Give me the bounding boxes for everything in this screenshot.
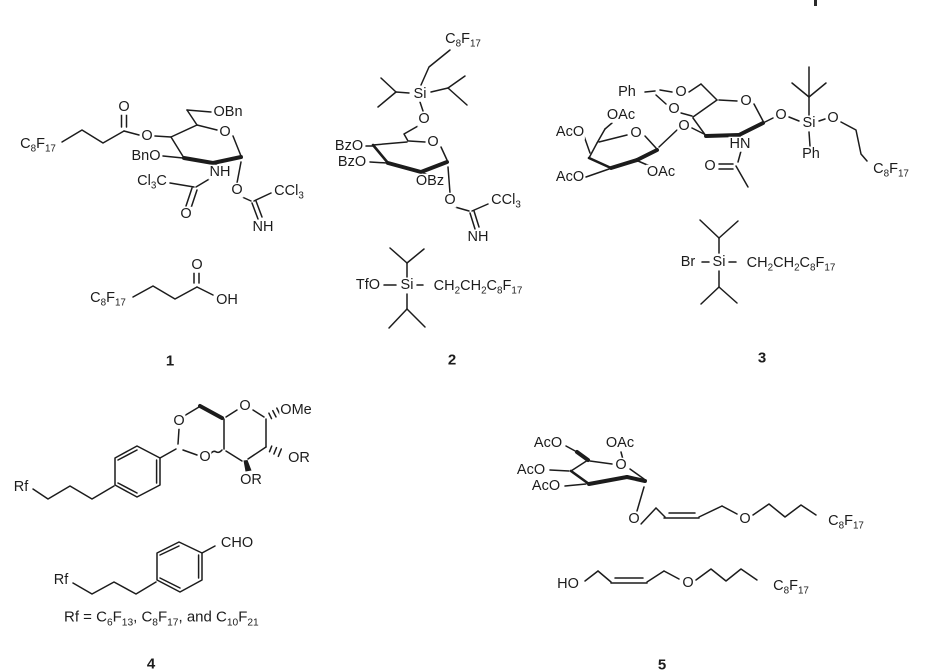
c1-imidate-nh-label: NH bbox=[251, 218, 275, 235]
c3-si-o-left-label: O bbox=[774, 106, 788, 123]
c2-rf-tail-label: C8F17 bbox=[444, 30, 482, 50]
c3-nhac-hn-label: HN bbox=[728, 135, 752, 152]
compound-5-number: 5 bbox=[656, 656, 668, 672]
c2-imidate-ccl3-label: CCl3 bbox=[490, 191, 522, 211]
c5-rf-tail-label: C8F17 bbox=[827, 512, 865, 532]
c2-silane-tfo-label: TfO bbox=[354, 276, 382, 293]
compound-3-number: 3 bbox=[756, 349, 768, 367]
c4-or-c2-label: OR bbox=[287, 449, 311, 466]
c1-amide-o-label: O bbox=[179, 205, 193, 222]
c1-acid-rf-label: C8F17 bbox=[89, 289, 127, 309]
c3-aco-c3-label: AcO bbox=[554, 168, 586, 185]
c1-cl3c-label: Cl3C bbox=[136, 172, 168, 192]
c5-aco-c4-label: AcO bbox=[515, 461, 547, 478]
c3-silane-br-label: Br bbox=[679, 253, 697, 270]
c3-gal-ring-o-label: O bbox=[629, 124, 643, 141]
c3-glycosidic-o-label: O bbox=[677, 117, 691, 134]
c1-amide-nh-label: NH bbox=[208, 163, 232, 180]
c3-benzylidene-ph-label: Ph bbox=[617, 83, 637, 100]
c4-o6-label: O bbox=[172, 412, 186, 429]
c3-glcn-ring-o-label: O bbox=[739, 92, 753, 109]
compound-1-skeleton bbox=[61, 109, 272, 300]
cropped-character-artifact bbox=[814, 0, 817, 6]
c3-silane-chain-label: CH2CH2C8F17 bbox=[745, 254, 837, 274]
c3-si-o-right-label: O bbox=[826, 109, 840, 126]
c3-o6-label: O bbox=[674, 83, 688, 100]
c3-si-ph-label: Ph bbox=[801, 145, 821, 162]
c5-aco-c6-label: AcO bbox=[532, 434, 564, 451]
c3-silane-si-label: Si bbox=[711, 253, 727, 270]
compound-4-skeleton bbox=[32, 404, 283, 595]
compound-4-number: 4 bbox=[145, 655, 157, 672]
c5-alcohol-o-label: O bbox=[681, 574, 695, 591]
c2-si-label: Si bbox=[412, 85, 428, 102]
c2-obz-label: OBz bbox=[414, 172, 446, 189]
c3-aco-c4-label: AcO bbox=[554, 123, 586, 140]
c4-aldehyde-rf-label: Rf bbox=[52, 571, 70, 588]
c3-oac-c2-label: OAc bbox=[645, 163, 677, 180]
c4-or-c3-label: OR bbox=[239, 471, 263, 488]
c3-si-label: Si bbox=[801, 114, 817, 131]
c4-cho-label: CHO bbox=[219, 534, 255, 551]
c5-anomeric-o-label: O bbox=[627, 510, 641, 527]
c4-ome-label: OMe bbox=[279, 401, 313, 418]
c2-silane-si-label: Si bbox=[399, 276, 415, 293]
c5-aco-c3-label: AcO bbox=[530, 477, 562, 494]
c3-o4-label: O bbox=[667, 100, 681, 117]
c1-obn-label: OBn bbox=[212, 103, 244, 120]
c2-imidate-nh-label: NH bbox=[466, 228, 490, 245]
c1-ring-o-label: O bbox=[218, 123, 232, 140]
c2-bzo-c4-label: BzO bbox=[333, 137, 365, 154]
c2-ring-o-label: O bbox=[426, 133, 440, 150]
c5-oac-c2-label: OAc bbox=[604, 434, 636, 451]
c3-oac-c6-label: OAc bbox=[605, 106, 637, 123]
c5-alcohol-rf-label: C8F17 bbox=[772, 577, 810, 597]
compound-3-skeleton bbox=[583, 66, 868, 305]
c5-ring-o-label: O bbox=[614, 456, 628, 473]
c1-bno-label: BnO bbox=[130, 147, 162, 164]
c2-silane-chain-label: CH2CH2C8F17 bbox=[432, 277, 524, 297]
c1-acid-o-label: O bbox=[190, 256, 204, 273]
c5-ether-o-label: O bbox=[738, 510, 752, 527]
c1-carbonyl-o-label: O bbox=[117, 98, 131, 115]
compound-5-skeleton bbox=[549, 445, 817, 584]
c3-rf-tail-label: C8F17 bbox=[872, 160, 910, 180]
c1-imidate-ccl3-label: CCl3 bbox=[273, 182, 305, 202]
c5-alcohol-ho-label: HO bbox=[556, 575, 580, 592]
c1-ester-o-label: O bbox=[140, 127, 154, 144]
c2-anomeric-o-label: O bbox=[443, 191, 457, 208]
c1-rf-tail-label: C8F17 bbox=[19, 135, 57, 155]
compound-2-skeleton bbox=[365, 49, 489, 329]
c4-rf-label: Rf bbox=[12, 478, 30, 495]
compound-2-number: 2 bbox=[446, 351, 458, 369]
c2-bzo-c3-label: BzO bbox=[336, 153, 368, 170]
c3-nhac-o-label: O bbox=[703, 157, 717, 174]
c1-anomeric-o-label: O bbox=[230, 181, 244, 198]
c4-rf-definition: Rf = C6F13, C8F17, and C10F21 bbox=[63, 608, 260, 629]
c4-ring-o-label: O bbox=[238, 397, 252, 414]
c2-si-o-label: O bbox=[417, 110, 431, 127]
compound-1-number: 1 bbox=[164, 352, 176, 370]
c1-acid-oh-label: OH bbox=[215, 291, 239, 308]
c4-o4-label: O bbox=[198, 448, 212, 465]
